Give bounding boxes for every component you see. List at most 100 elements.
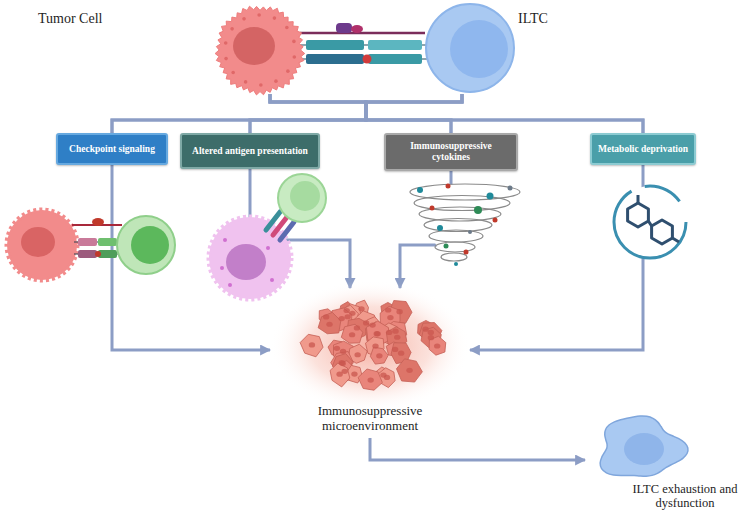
swirl-ring [435,242,475,252]
checkpoint-illustration [7,210,175,280]
surface-dot [259,83,263,87]
branch-line [366,94,643,133]
node-label: Tumor Cell [38,11,148,27]
cluster-cell [341,324,362,343]
t-cell-icon [117,216,175,274]
node-outline [422,2,572,94]
cell-nucleus [340,349,346,354]
cell-nucleus [406,368,412,373]
cell-nucleus [326,322,332,327]
cluster-cell [300,334,323,356]
box-label: Metabolic deprivation [598,144,688,155]
cell-nucleus [450,20,508,78]
surface-dot [273,16,277,20]
cell-nucleus [434,343,440,348]
swirl-ring [429,230,483,242]
granule-dot [270,278,274,282]
exhausted-cell-body [600,416,688,476]
cell-nucleus [392,329,398,334]
cell-nucleus [428,335,434,340]
cell-nucleus [422,327,428,332]
cell-nucleus [336,372,342,377]
receptor-block [368,54,422,64]
surface-dot [286,69,290,73]
mechanism-box: Metabolic deprivation [590,133,696,165]
binding-site [363,55,372,64]
node-label: ILTC [518,11,570,27]
cell-nucleus [21,227,55,257]
cytokine-dot [474,206,482,214]
cell-nucleus [392,347,398,352]
box-label: Immunosuppressive cytokines [390,141,512,163]
surface-dot [242,17,246,21]
tumor-microenvironment: Immunosuppressive microenvironment [270,288,470,438]
cell-nucleus [334,346,340,351]
iltc-cell: ILTC [422,2,572,94]
receptor-complex [300,23,430,64]
branch-line [112,94,366,133]
receptor-block [306,54,364,64]
metabolic-illustration [614,186,686,258]
cytokine-dot [446,184,451,189]
molecule-bond [637,195,640,203]
granule-dot [223,238,227,242]
ligand-knob [92,218,104,226]
cell-nucleus [396,309,402,314]
granule-dot [228,283,232,287]
cluster-cell [330,363,350,387]
glow-halo [270,280,470,412]
receptor-stick [280,222,294,240]
surface-dot [285,26,289,30]
antigen-presentation-illustration [209,174,326,299]
surface-dot [244,80,248,84]
cell-nucleus [374,331,380,336]
cell-nucleus [386,330,392,335]
cytokine-dot [454,262,458,266]
receptor-block [98,238,117,246]
t-cell-icon [278,174,326,222]
mechanism-box: Immunosuppressive cytokines [384,133,518,171]
branch-line [112,94,462,133]
binding-site [95,251,101,257]
cell-nucleus [369,322,375,327]
cell-nucleus [367,378,373,383]
swirl-ring [414,196,510,211]
cell-nucleus [309,342,315,347]
tumor-cell-icon [7,210,77,280]
mechanism-box: Checkpoint signaling [56,133,168,165]
cytokine-dot [493,218,498,223]
molecule-bond [648,221,651,226]
cytokine-dot [430,206,435,211]
cell-nucleus [394,335,400,340]
cytokine-dot [487,193,494,200]
cell-nucleus [428,330,434,335]
cytokine-illustration [408,184,522,269]
granule-dot [266,246,270,250]
cell-nucleus [372,343,378,348]
metabolite-ring [614,186,686,258]
cell-nucleus [344,314,350,319]
cell-nucleus [624,433,664,465]
ligand-knob [351,25,363,33]
cell-nucleus [363,320,369,325]
presenting-cell-icon [209,217,291,299]
cell-nucleus [131,226,169,264]
branch-line [270,94,451,133]
box-label: Altered antigen presentation [192,146,308,157]
swirl-ring [441,253,467,261]
cytokine-dot [437,225,443,231]
ligand-knob [336,23,352,33]
cell-nucleus [376,353,382,358]
receptor-block [78,238,97,246]
node-label: ILTC exhaustion and dysfunction [630,482,740,510]
cell-nucleus [226,244,266,280]
surface-dot [231,71,235,75]
cell-nucleus [358,306,364,311]
surface-dot [257,13,261,17]
surface-dot [230,27,234,31]
surface-dot [292,40,296,44]
cytokine-dot [417,187,423,193]
tumor-cell-body [215,6,305,95]
cell-nucleus [354,325,360,330]
